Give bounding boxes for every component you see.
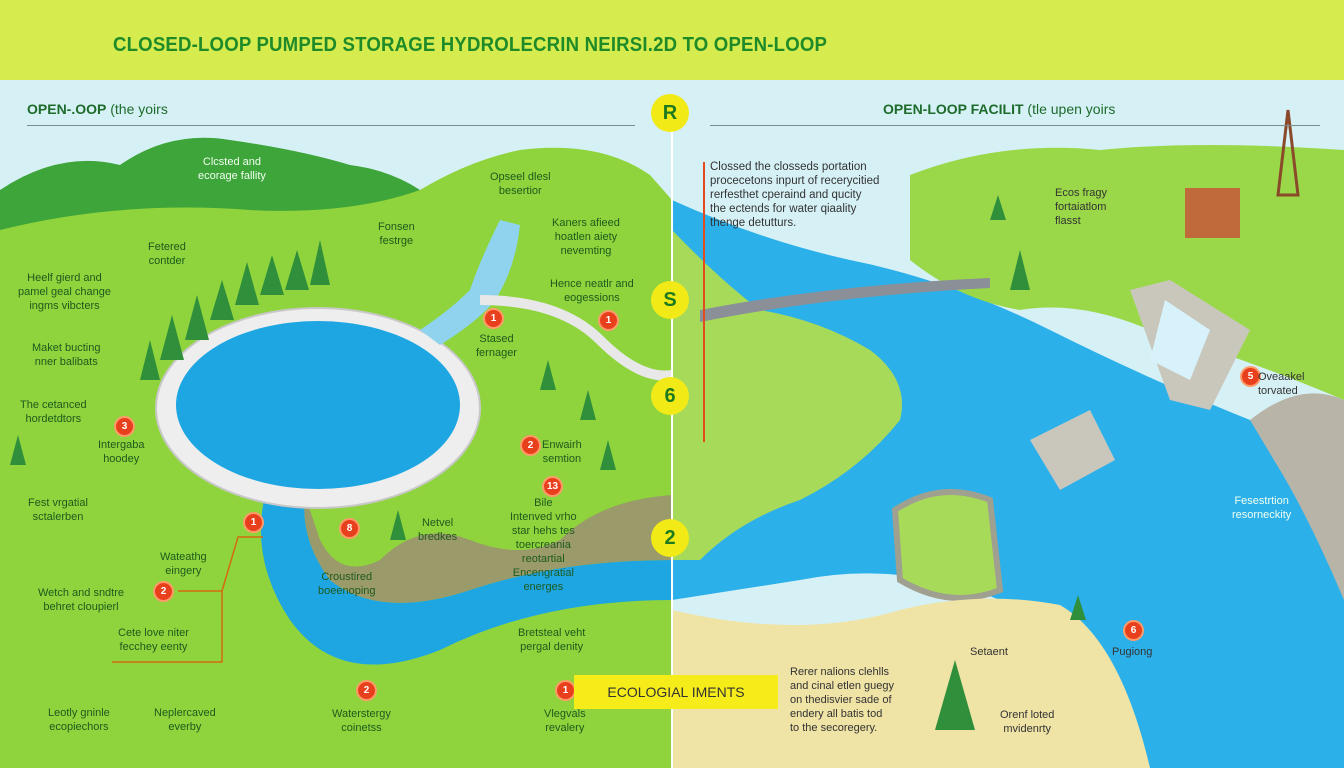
label-wetch: Wetch and sndtre behret cloupierl [38, 587, 125, 613]
right-trees [935, 195, 1086, 730]
label-croustired: Croustired boeenoping [318, 571, 376, 597]
right-cliff [1250, 393, 1344, 600]
label-bile: Bile Intenved vrho star hehs tes toercre… [510, 497, 577, 593]
label-neplercaved: Neplercaved everby [154, 707, 216, 733]
label-netvel: Netvel bredkes [418, 517, 458, 543]
label-oveaakel: Oveaakel torvated [1258, 371, 1305, 397]
marker-badge: 2 [522, 437, 539, 454]
river-bank [304, 495, 672, 603]
label-heelf: Heelf gierd and pamel geal change ingms … [18, 272, 111, 312]
left-river [260, 495, 672, 665]
label-facility: Clcsted and ecorage fallity [198, 156, 266, 182]
label-ecos: Ecos fragy fortaiatlom flasst [1055, 187, 1107, 227]
label-intergaba: Intergaba hoodey [98, 439, 145, 465]
marker-badge: 3 [116, 418, 133, 435]
label-stased: Stased fernager [476, 333, 517, 359]
bridge [700, 278, 990, 322]
sand-shore [672, 598, 1150, 768]
label-wateathg: Wateathg eingery [160, 551, 207, 577]
reservoir-water [176, 321, 460, 489]
step-badge: S [651, 281, 689, 319]
left-panel-heading: OPEN-.OOP (the yoirs [27, 101, 168, 117]
powerhouse [1185, 188, 1240, 238]
label-vlegvals: Vlegvals revalery [544, 708, 586, 734]
right-heading-rule [710, 125, 1320, 126]
label-maket: Maket bucting nner balibats [32, 342, 101, 368]
transmission-tower [1276, 109, 1300, 197]
label-enwairh: Enwairh semtion [542, 439, 582, 465]
left-heading-rest: (the yoirs [106, 101, 168, 117]
marker-badge: 8 [341, 520, 358, 537]
step-badge: 6 [651, 377, 689, 415]
marker-badge: 1 [600, 312, 617, 329]
marker-badge: 2 [155, 583, 172, 600]
marker-badge: 6 [1125, 622, 1142, 639]
connector-line [178, 536, 263, 592]
right-heading-rest: (tle upen yoirs [1023, 101, 1116, 117]
small-island [891, 489, 1004, 601]
tree-row [10, 240, 616, 540]
label-waterstergy: Waterstergy coinetss [332, 708, 391, 734]
label-cete: Cete love niter fecchey eenty [118, 627, 189, 653]
right-panel-heading: OPEN-LOOP FACILIT (tle upen yoirs [883, 101, 1115, 117]
label-opseel: Opseel dlesl besertior [490, 171, 551, 197]
label-bretsteal: Bretsteal veht pergal denity [518, 627, 586, 653]
label-fonsen: Fonsen festrge [378, 221, 415, 247]
marker-badge: 5 [1242, 368, 1259, 385]
marker-badge: 13 [544, 478, 561, 495]
road [479, 295, 673, 381]
step-badge: 2 [651, 519, 689, 557]
label-setaent: Setaent [970, 646, 1008, 658]
label-orenf: Orenf loted mvidenrty [1000, 709, 1055, 735]
waterfall [1150, 300, 1210, 380]
left-heading-rule [27, 125, 635, 126]
label-cetanced: The cetanced hordetdtors [20, 399, 87, 425]
label-kaners: Kaners afieed hoatlen aiety nevemting [552, 217, 620, 257]
weir [1030, 410, 1115, 490]
step-badge: R [651, 94, 689, 132]
label-fesestrtion: Fesestrtion resorneckity [1232, 495, 1292, 521]
label-intro: Clossed the closseds portation proceceto… [710, 161, 880, 229]
marker-badge: 1 [557, 682, 574, 699]
stream [420, 220, 520, 345]
marker-badge: 2 [358, 682, 375, 699]
page-title: CLOSED-LOOP PUMPED STORAGE HYDROLECRIN N… [113, 34, 828, 56]
marker-badge: 1 [245, 514, 262, 531]
ecological-callout: ECOLOGIAL IMENTS [574, 675, 778, 709]
label-fest: Fest vrgatial sctalerben [28, 497, 88, 523]
title-band [0, 0, 1344, 80]
connector-line-2 [112, 591, 223, 663]
label-fetered: Fetered contder [148, 241, 186, 267]
label-pugiong: Pugiong [1112, 646, 1153, 658]
marker-badge: 1 [485, 310, 502, 327]
label-hence: Hence neatlr and eogessions [550, 278, 634, 304]
label-rerer: Rerer nalions clehlls and cinal etlen gu… [790, 666, 894, 734]
left-heading-bold: OPEN-.OOP [27, 101, 107, 117]
callout-bar [703, 162, 705, 442]
right-heading-bold: OPEN-LOOP FACILIT [883, 101, 1024, 117]
label-leotly: Leotly gninle ecopiechors [48, 707, 110, 733]
